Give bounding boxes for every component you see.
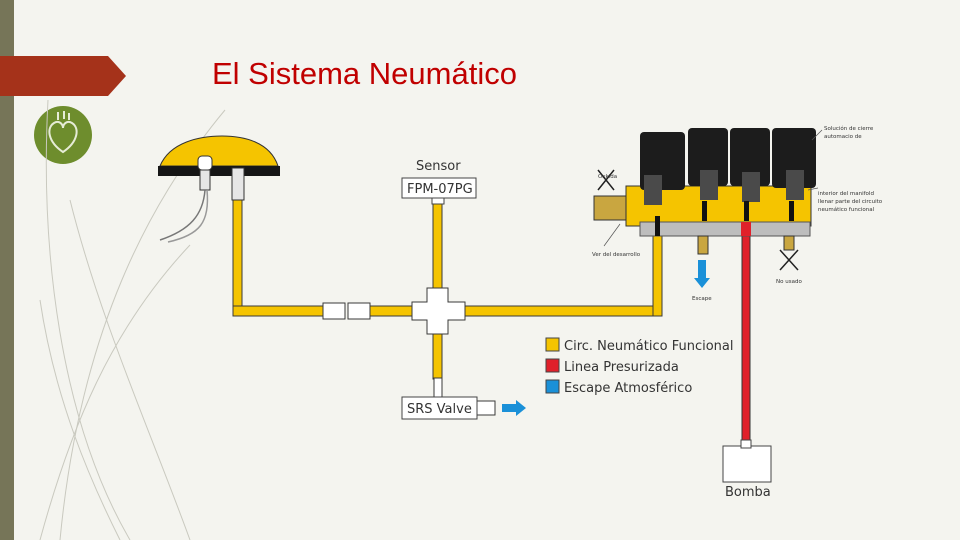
callout-neumatico-funcional: neumático funcional — [818, 206, 875, 213]
sensor-model-label: FPM-07PG — [407, 182, 473, 197]
callout-ver-desarrollo: Ver del desarrollo — [592, 252, 641, 258]
legend-swatch-pressurized — [545, 358, 560, 373]
legend: Circ. Neumático Funcional Linea Presuriz… — [545, 337, 733, 396]
pressurized-line — [741, 221, 751, 443]
callout-oxkida: Oxkida — [598, 174, 617, 180]
legend-swatch-functional — [545, 337, 560, 352]
pump-label: Bomba — [725, 485, 771, 500]
callout-leaders — [603, 129, 823, 247]
title-arrow-decoration — [0, 56, 126, 96]
blocked-x-marks — [597, 169, 799, 271]
sensor-box — [401, 177, 477, 205]
callout-escape: Escape — [692, 296, 712, 302]
escape-arrow-icon — [694, 260, 710, 288]
legend-swatch-atmospheric — [545, 379, 560, 394]
solenoid-manifold — [593, 128, 816, 255]
dome-sensor-device — [158, 135, 280, 243]
slide-title: El Sistema Neumático — [212, 56, 517, 91]
srs-valve-box — [401, 396, 478, 420]
callout-solucion-cierre: Solución de cierre — [824, 125, 874, 132]
srs-valve-label: SRS Valve — [407, 402, 472, 417]
callout-interior-manifold: interior del manifold — [818, 191, 874, 197]
sensor-label: Sensor — [416, 159, 461, 174]
legend-label-pressurized: Linea Presurizada — [564, 360, 679, 375]
exhaust-arrow-icon — [502, 400, 526, 416]
heart-logo-icon — [34, 106, 92, 164]
callout-no-usado: No usado — [776, 279, 802, 285]
pump-box — [722, 445, 772, 483]
sidebar-bar — [0, 0, 14, 540]
callout-automacio: automacio de — [824, 134, 862, 140]
legend-label-functional: Circ. Neumático Funcional — [564, 339, 733, 354]
callout-llenar-parte: llenar parte del circuito — [818, 199, 883, 205]
legend-label-atmospheric: Escape Atmosférico — [564, 381, 692, 396]
